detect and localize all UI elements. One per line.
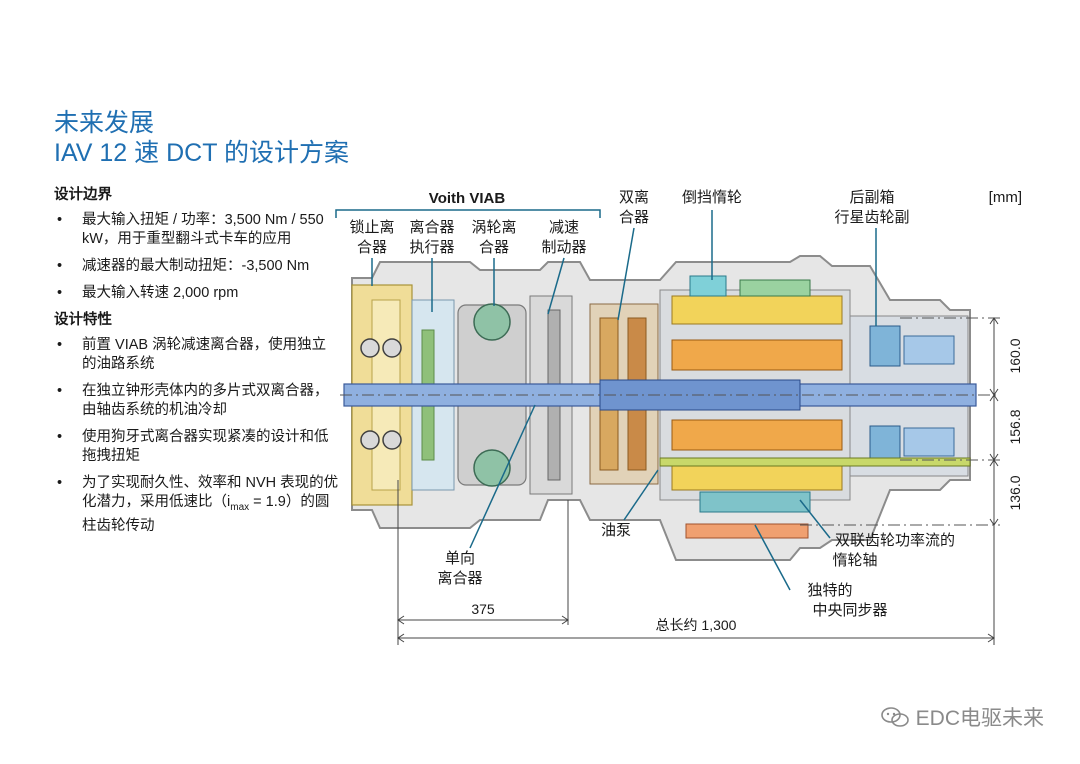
watermark: EDC电驱未来 — [880, 702, 1044, 732]
list-item: 在独立钟形壳体内的多片式双离合器，由轴齿系统的机油冷却 — [54, 382, 339, 420]
list-item: 使用狗牙式离合器实现紧凑的设计和低拖拽扭矩 — [54, 428, 339, 466]
dimension-total: 总长约 1,300 — [656, 617, 737, 633]
main-gears-upper — [671, 339, 843, 371]
dual-clutch-label-2: 合器 — [619, 209, 649, 226]
list-item: 前置 VIAB 涡轮减速离合器，使用独立的油路系统 — [54, 336, 339, 374]
turbo-clutch-label-1: 涡轮离 — [471, 219, 516, 236]
countershaft — [659, 457, 971, 467]
idler-shaft-label-2: 惰轮轴 — [832, 552, 877, 569]
planetary-ring-upper — [869, 325, 901, 367]
design-features-heading: 设计特性 — [54, 312, 112, 328]
turbo-wheel-upper — [473, 303, 511, 341]
retarder-brake-label-2: 制动器 — [541, 239, 586, 256]
damper-spring — [360, 338, 380, 358]
one-way-clutch-label-1: 单向 — [445, 550, 475, 567]
planetary-gears-upper — [903, 335, 955, 365]
rear-planetary-label-1: 后副箱 — [849, 189, 894, 206]
lockup-clutch-label-2: 合器 — [357, 239, 387, 256]
upper-gears — [671, 295, 843, 325]
central-sync-label-2: 中央同步器 — [812, 602, 887, 619]
dimension-375: 375 — [471, 601, 495, 617]
list-item-ratio: 为了实现耐久性、效率和 NVH 表现的优化潜力，采用低速比（imax = 1.9… — [54, 474, 339, 536]
design-bounds-heading: 设计边界 — [54, 187, 112, 203]
list-item: 最大输入扭矩 / 功率：3,500 Nm / 550 kW，用于重型翻斗式卡车的… — [54, 211, 339, 249]
clutch-actuator-label-1: 离合器 — [409, 219, 454, 236]
dual-clutch-label-1: 双离 — [619, 189, 649, 206]
dimension-156: 156.8 — [1007, 409, 1023, 444]
pointer-one-way-clutch — [469, 404, 536, 549]
vertical-dimension-arrows — [989, 317, 999, 526]
pointer-idler-shaft — [799, 499, 831, 539]
idler-shaft-label-1: 双联齿轮功率流的 — [835, 532, 955, 549]
central-sync-label-1: 独特的 — [807, 582, 852, 599]
lower-gears — [671, 461, 843, 491]
lower-sync — [699, 491, 811, 513]
title-line-1: 未来发展 — [54, 109, 155, 137]
list-item: 最大输入转速 2,000 rpm — [54, 284, 339, 303]
clutch-actuator-label-2: 执行器 — [409, 239, 454, 256]
damper-spring — [382, 338, 402, 358]
list-item: 减速器的最大制动扭矩：-3,500 Nm — [54, 257, 339, 276]
design-bounds-list: 最大输入扭矩 / 功率：3,500 Nm / 550 kW，用于重型翻斗式卡车的… — [54, 211, 339, 303]
title-line-2: IAV 12 速 DCT 的设计方案 — [54, 139, 349, 167]
dimension-375-arrows — [397, 615, 569, 625]
watermark-text: EDC电驱未来 — [915, 707, 1044, 730]
turbo-clutch-label-2: 合器 — [479, 239, 509, 256]
dimension-160: 160.0 — [1007, 338, 1023, 373]
voith-label: Voith VIAB — [429, 190, 506, 207]
reverse-idler-gear — [689, 275, 727, 297]
damper-spring — [382, 430, 402, 450]
idler-shaft — [685, 523, 809, 539]
ratio-subscript: max — [230, 501, 250, 513]
upper-sync — [739, 279, 811, 297]
main-gears-lower — [671, 419, 843, 451]
oil-pump-label: 油泵 — [601, 522, 631, 539]
unit-label: [mm] — [989, 189, 1022, 206]
spec-panel: 设计边界 最大输入扭矩 / 功率：3,500 Nm / 550 kW，用于重型翻… — [54, 186, 339, 544]
dimension-total-arrows — [397, 633, 995, 643]
ratio-prefix: 为了实现耐久性、效率和 NVH 表现的优化潜力，采用低速比（i — [82, 475, 339, 510]
pointer-central-sync — [754, 524, 791, 591]
pointer-retarder — [547, 257, 565, 315]
voith-bracket — [335, 209, 601, 218]
wechat-icon — [880, 707, 909, 727]
rear-planetary-label-2: 行星齿轮副 — [834, 209, 909, 226]
pointer-dual-clutch — [617, 227, 635, 321]
lockup-clutch-label-1: 锁止离 — [349, 219, 394, 236]
damper-spring — [360, 430, 380, 450]
dimension-136: 136.0 — [1007, 475, 1023, 510]
one-way-clutch-label-2: 离合器 — [437, 570, 482, 587]
design-features-list: 前置 VIAB 涡轮减速离合器，使用独立的油路系统 在独立钟形壳体内的多片式双离… — [54, 336, 339, 536]
reverse-idler-label: 倒挡惰轮 — [682, 189, 742, 206]
turbo-wheel-lower — [473, 449, 511, 487]
planetary-gears-lower — [903, 427, 955, 457]
retarder-brake-label-1: 减速 — [549, 219, 579, 236]
pointer-oil-pump — [623, 469, 659, 521]
ratio-suffix: = 1.9）的圆柱齿轮传动 — [82, 494, 330, 534]
page-title: 未来发展 IAV 12 速 DCT 的设计方案 — [54, 108, 349, 168]
